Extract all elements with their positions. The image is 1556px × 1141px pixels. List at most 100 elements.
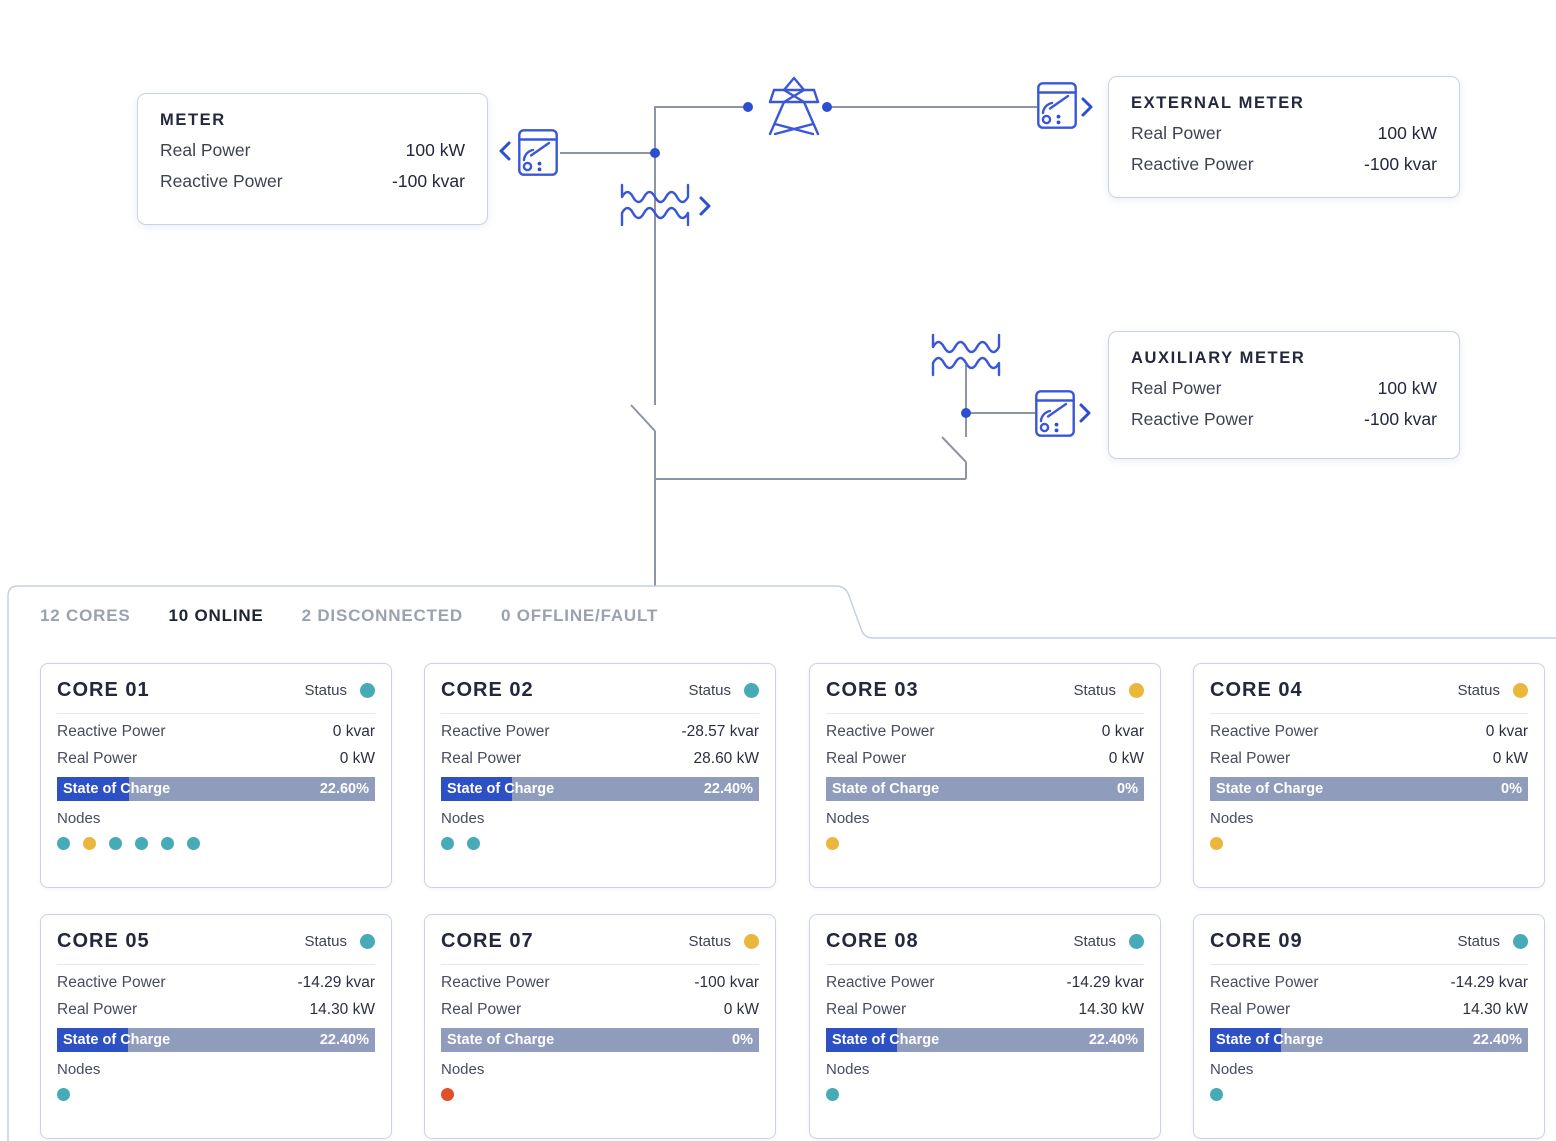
reactive-power-label: Reactive Power [441, 723, 550, 740]
reactive-power-value: -14.29 kvar [297, 974, 375, 991]
transmission-tower-icon[interactable] [768, 76, 820, 136]
status-label: Status [1457, 682, 1500, 699]
real-power-label: Real Power [57, 750, 138, 767]
meter-row-value: 100 kW [405, 140, 465, 160]
core-name: CORE 01 [57, 679, 150, 701]
nodes-label: Nodes [826, 1061, 870, 1078]
state-of-charge-label: State of Charge [447, 1032, 555, 1048]
auxiliary-meter-icon[interactable] [1035, 390, 1075, 437]
status-label: Status [1073, 682, 1116, 699]
core-status: Status [1073, 933, 1144, 950]
node-status-dot [135, 837, 148, 850]
node-status-dot [441, 837, 454, 850]
real-power-value: 0 kW [1108, 750, 1144, 767]
real-power-label: Real Power [1210, 750, 1291, 767]
nodes-label: Nodes [441, 810, 485, 827]
status-dot [1129, 683, 1144, 698]
core-name: CORE 05 [57, 930, 150, 952]
reactive-power-row: Reactive Power-100 kvar [441, 974, 759, 992]
node-status-dot [826, 837, 839, 850]
core-status: Status [304, 682, 375, 699]
divider [826, 964, 1144, 965]
nodes-label: Nodes [1210, 1061, 1254, 1078]
meter-card: METER Real Power 100 kW Reactive Power -… [137, 93, 488, 225]
status-dot [744, 934, 759, 949]
core-name: CORE 03 [826, 679, 919, 701]
tab-10-online[interactable]: 10 ONLINE [168, 606, 264, 625]
chevron-right-icon [1081, 97, 1093, 117]
tab-2-disconnected[interactable]: 2 DISCONNECTED [301, 606, 463, 625]
real-power-value: 28.60 kW [693, 750, 759, 767]
meter-title: EXTERNAL METER [1131, 94, 1305, 112]
chevron-left-icon [499, 141, 511, 161]
status-label: Status [304, 933, 347, 950]
nodes-label: Nodes [57, 810, 101, 827]
node-status-dot [1210, 837, 1223, 850]
reactive-power-label: Reactive Power [826, 974, 935, 991]
status-dot [1513, 683, 1528, 698]
state-of-charge-fill [57, 1028, 129, 1052]
reactive-power-label: Reactive Power [826, 723, 935, 740]
meter-icon[interactable] [518, 129, 558, 176]
state-of-charge-label: State of Charge [63, 781, 171, 797]
tab-0-offline-fault[interactable]: 0 OFFLINE/FAULT [500, 606, 659, 625]
meter-title: AUXILIARY METER [1131, 349, 1306, 367]
core-name: CORE 08 [826, 930, 919, 952]
chevron-right-icon [699, 196, 711, 216]
cores-tab-bar: 12 CORES 10 ONLINE 2 DISCONNECTED 0 OFFLINE… [40, 606, 658, 626]
nodes-label: Nodes [1210, 810, 1254, 827]
divider [441, 713, 759, 714]
reactive-power-label: Reactive Power [1210, 974, 1319, 991]
reactive-power-value: -14.29 kvar [1066, 974, 1144, 991]
status-label: Status [688, 682, 731, 699]
core-name: CORE 09 [1210, 930, 1303, 952]
divider [1210, 964, 1528, 965]
reactive-power-value: 0 kvar [1485, 723, 1528, 740]
node-dots [441, 837, 759, 850]
status-label: Status [1073, 933, 1116, 950]
status-dot [1513, 934, 1528, 949]
external-meter-icon[interactable] [1037, 82, 1077, 129]
switch-open-main [630, 404, 656, 432]
meter-row-label: Reactive Power [1131, 154, 1254, 174]
status-dot [360, 683, 375, 698]
junction-dot [650, 148, 660, 158]
real-power-value: 0 kW [723, 1001, 759, 1018]
state-of-charge-fill [57, 777, 129, 801]
state-of-charge-value: 22.40% [1472, 1032, 1522, 1048]
tab-12-cores[interactable]: 12 CORES [40, 606, 131, 625]
divider [826, 713, 1144, 714]
real-power-row: Real Power 0 kW [441, 1001, 759, 1019]
real-power-label: Real Power [441, 1001, 522, 1018]
reactive-power-value: -28.57 kvar [681, 723, 759, 740]
state-of-charge-label: State of Charge [1216, 781, 1324, 797]
core-card-header: CORE 03 Status [826, 679, 1144, 702]
state-of-charge-fill [441, 777, 513, 801]
state-of-charge-value: 22.40% [319, 1032, 369, 1048]
node-status-dot [826, 1088, 839, 1101]
meter-row-label: Real Power [1131, 378, 1222, 398]
reactive-power-value: -14.29 kvar [1450, 974, 1528, 991]
meter-row-label: Real Power [160, 140, 251, 160]
state-of-charge-value: 0% [1501, 781, 1522, 797]
state-of-charge-label: State of Charge [447, 781, 555, 797]
node-status-dot [83, 837, 96, 850]
status-label: Status [1457, 933, 1500, 950]
